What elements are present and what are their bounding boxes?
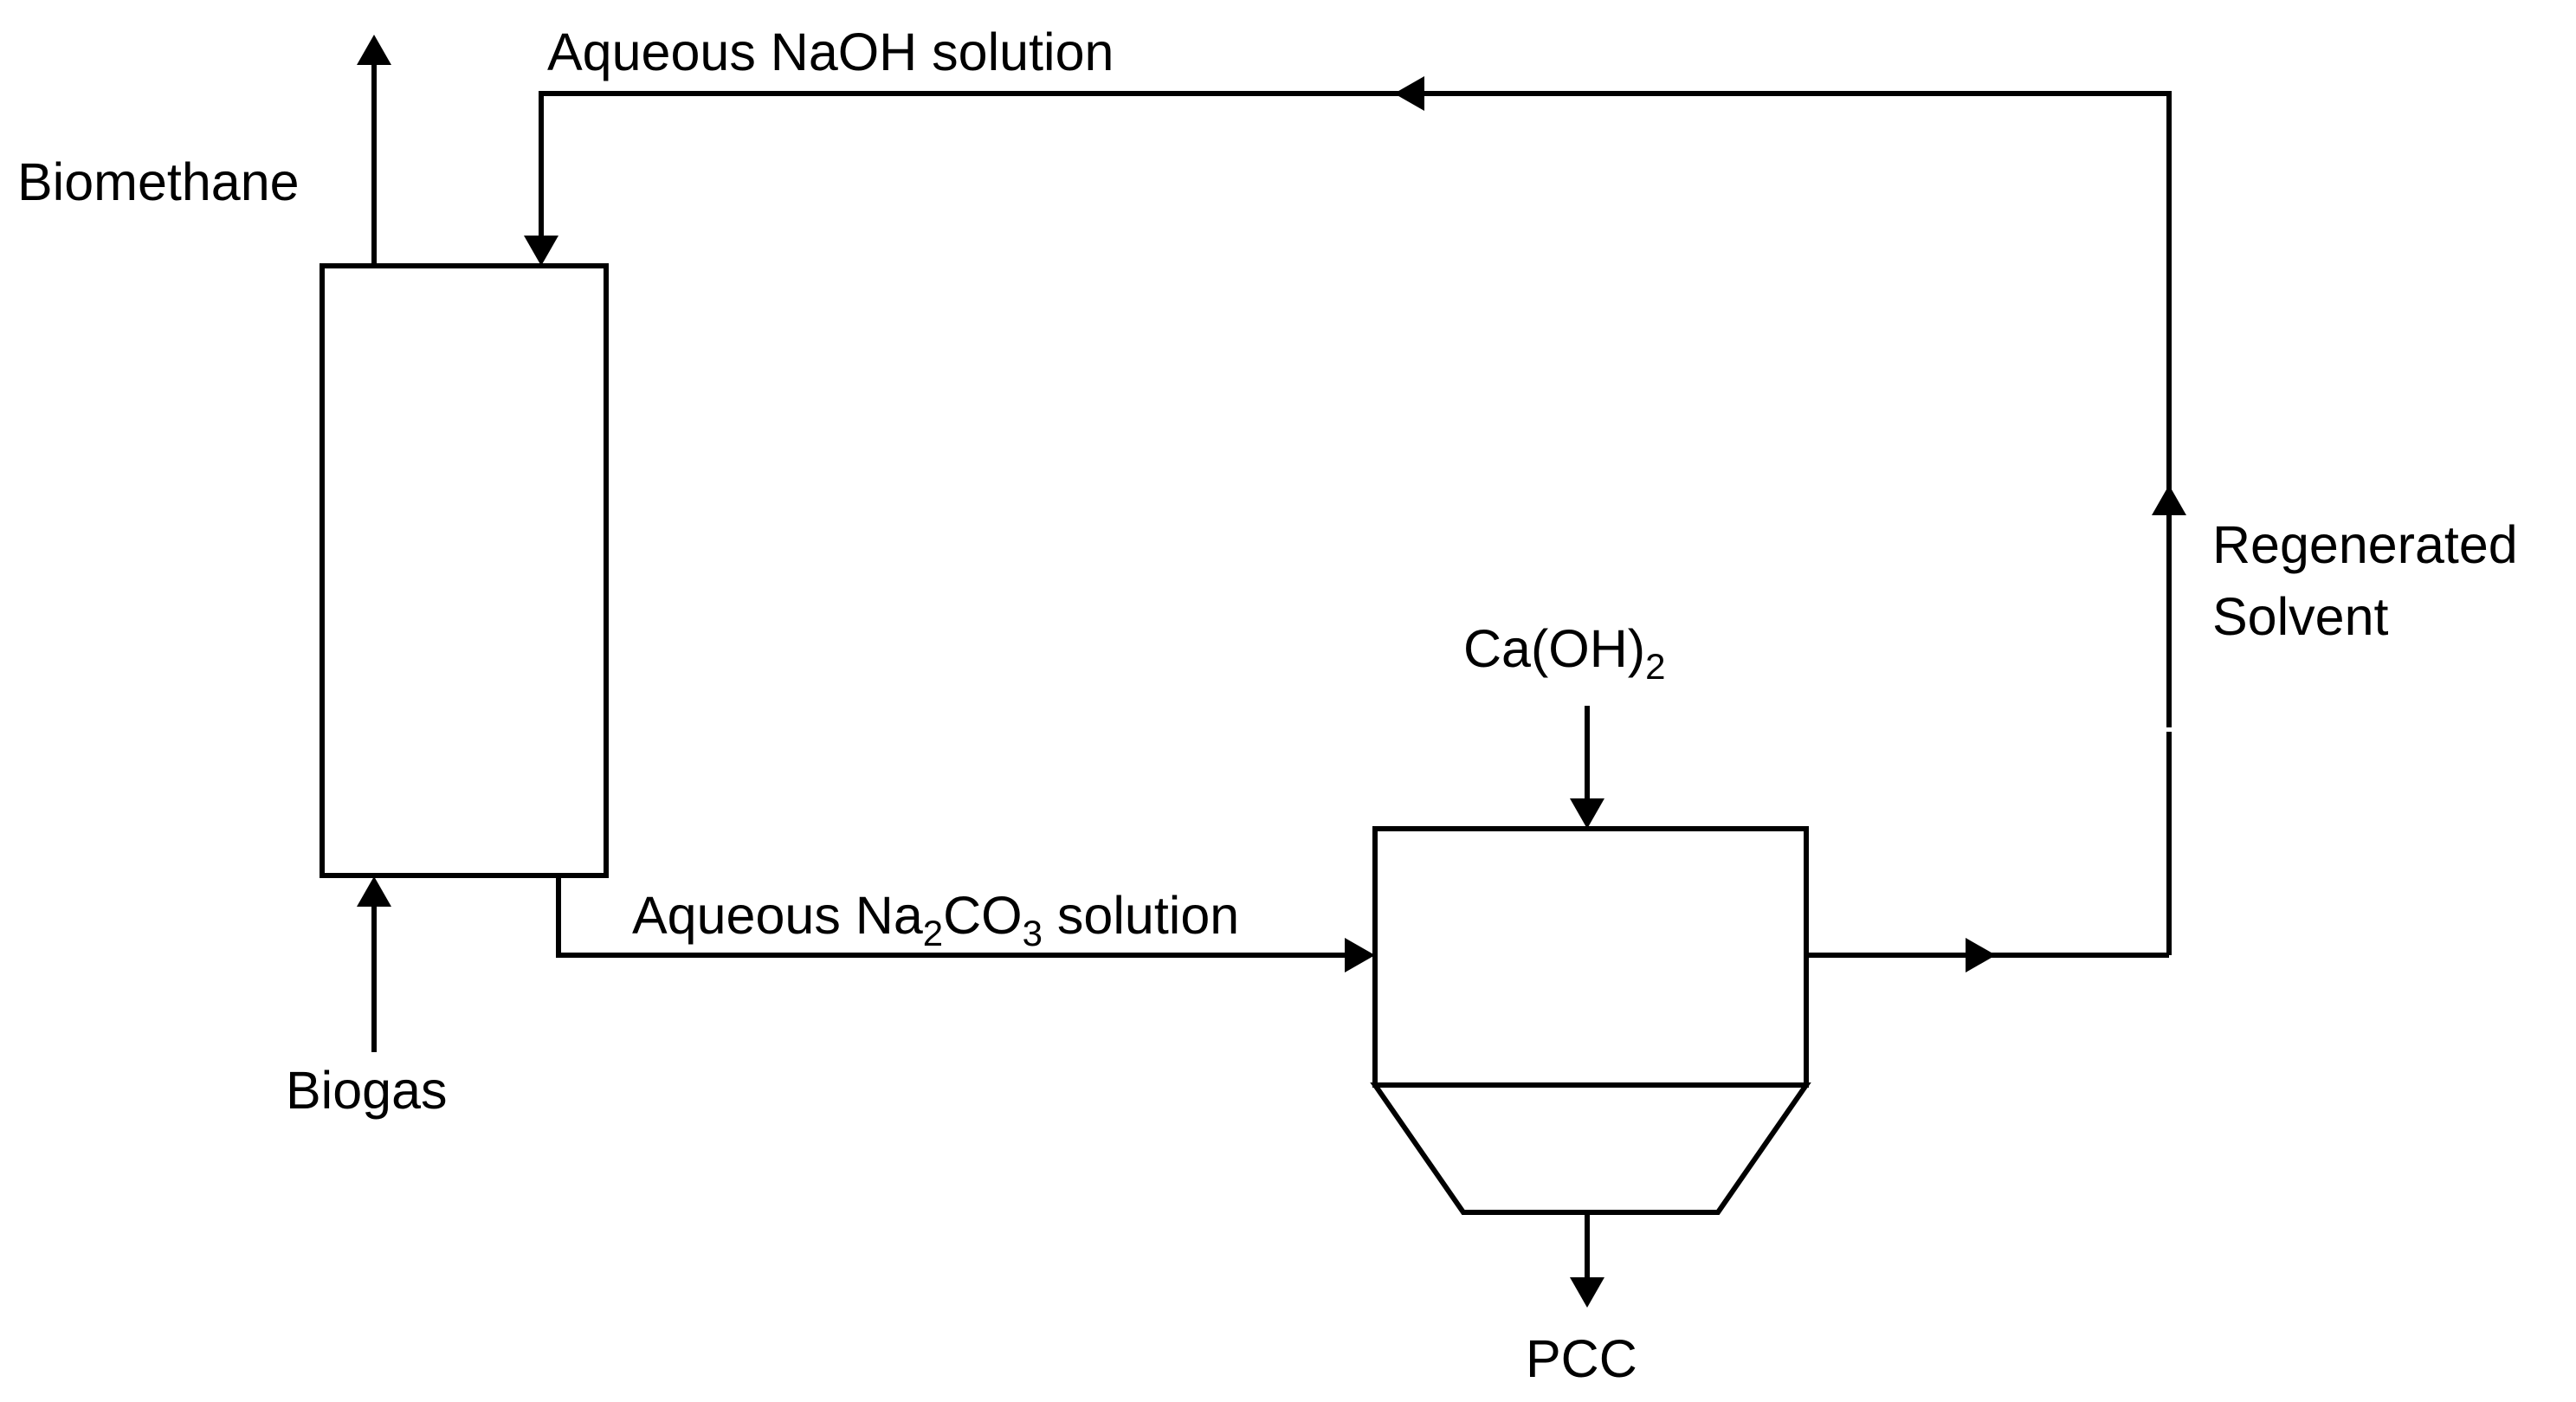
- caoh2-feed-arrow: [1570, 798, 1604, 829]
- na2co3-subscript-3: 3: [1023, 913, 1043, 953]
- na2co3-co: CO: [943, 886, 1023, 945]
- pcc-label: PCC: [1526, 1329, 1637, 1388]
- biomethane-arrow: [357, 35, 391, 65]
- na2co3-arrow: [1345, 938, 1375, 972]
- na2co3-prefix: Aqueous Na: [632, 886, 923, 945]
- settler-hopper: [1370, 1082, 1811, 1215]
- naoh-recycle-line: [539, 91, 2172, 727]
- caoh2-main: Ca(OH): [1463, 619, 1645, 678]
- pcc-outlet-arrow: [1570, 1277, 1604, 1308]
- reactor-outlet-arrow: [1966, 938, 1996, 972]
- biomethane-label: Biomethane: [17, 152, 300, 211]
- naoh-inlet-arrow: [524, 236, 558, 266]
- precipitation-reactor: [1372, 826, 1809, 1088]
- caoh2-label: Ca(OH)2: [1463, 619, 1665, 687]
- naoh-solution-label: Aqueous NaOH solution: [547, 23, 1114, 81]
- biogas-label: Biogas: [286, 1061, 448, 1120]
- biogas-arrow: [357, 876, 391, 907]
- caoh2-subscript: 2: [1645, 646, 1665, 687]
- regenerated-label: Regenerated: [2212, 515, 2518, 574]
- na2co3-solution-label: Aqueous Na2CO3 solution: [632, 886, 1239, 953]
- naoh-flow-arrow: [1394, 76, 1424, 111]
- regenerated-solvent-arrow: [2152, 485, 2186, 515]
- solvent-label: Solvent: [2212, 587, 2389, 646]
- na2co3-stream-line: [556, 875, 1346, 958]
- na2co3-subscript-2: 2: [923, 913, 943, 953]
- na2co3-suffix: solution: [1043, 886, 1239, 945]
- absorption-column: [320, 263, 609, 878]
